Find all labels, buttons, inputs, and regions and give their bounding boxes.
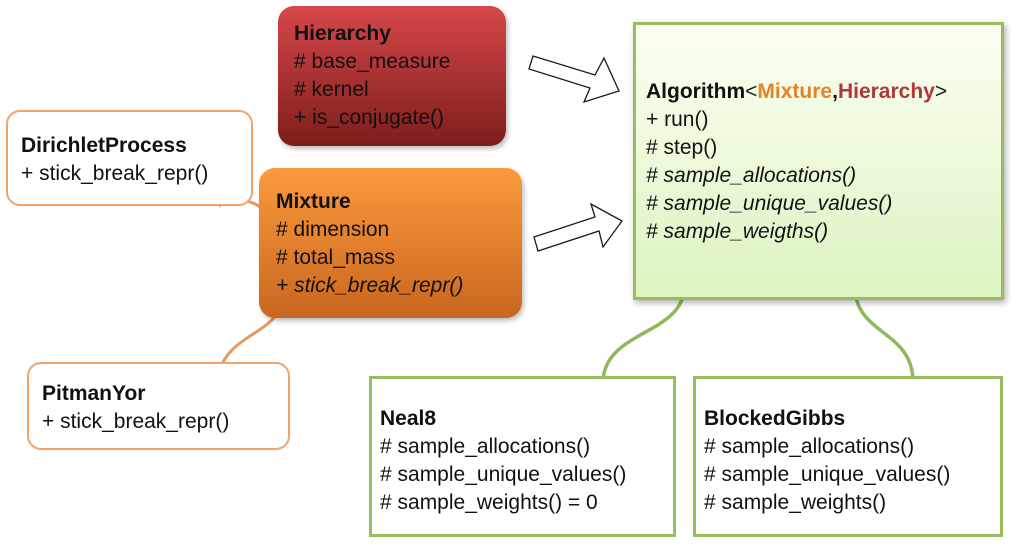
algorithm-abstract-member: # sample_weigths() — [646, 220, 829, 243]
dirichlet-process-title: DirichletProcess — [21, 134, 187, 157]
algorithm-class-box: Algorithm<Mixture,Hierarchy> + run() # s… — [633, 22, 1004, 300]
hierarchy-member: + is_conjugate() — [294, 106, 445, 129]
mixture-to-algorithm-arrow — [533, 202, 623, 252]
mixture-abstract-member: + stick_break_repr() — [276, 274, 464, 297]
neal8-member: # sample_unique_values() — [380, 463, 627, 486]
pitman-yor-class-box: PitmanYor + stick_break_repr() — [27, 362, 290, 450]
algorithm-template-hierarchy: Hierarchy — [837, 80, 935, 103]
mixture-member: # total_mass — [276, 246, 396, 269]
algorithm-template-mixture: Mixture — [757, 80, 833, 103]
mixture-class-box: Mixture # dimension # total_mass + stick… — [259, 168, 522, 318]
hierarchy-member: # kernel — [294, 78, 369, 101]
dirichlet-process-member: + stick_break_repr() — [21, 162, 209, 185]
neal8-member: # sample_allocations() — [380, 435, 591, 458]
neal8-class-box: Neal8 # sample_allocations() # sample_un… — [369, 376, 676, 537]
neal8-title: Neal8 — [380, 407, 437, 430]
pitman-yor-member: + stick_break_repr() — [42, 410, 230, 433]
mixture-title: Mixture — [276, 190, 351, 213]
dirichlet-process-class-box: DirichletProcess + stick_break_repr() — [6, 110, 253, 206]
algorithm-abstract-member: # sample_unique_values() — [646, 192, 893, 215]
blocked-gibbs-member: # sample_allocations() — [704, 435, 915, 458]
blocked-gibbs-member: # sample_unique_values() — [704, 463, 951, 486]
algorithm-template-separator: , — [832, 80, 838, 103]
pitman-yor-title: PitmanYor — [42, 382, 146, 405]
hierarchy-class-box: Hierarchy # base_measure # kernel + is_c… — [278, 6, 506, 146]
algorithm-name: Algorithm — [646, 80, 746, 103]
blocked-gibbs-title: BlockedGibbs — [704, 407, 846, 430]
algorithm-to-neal8-connector — [601, 286, 686, 383]
hierarchy-to-algorithm-arrow — [528, 55, 620, 104]
algorithm-template-close: > — [934, 80, 948, 103]
hierarchy-member: # base_measure — [294, 50, 451, 73]
algorithm-title: Algorithm<Mixture,Hierarchy> — [646, 78, 1001, 106]
blocked-gibbs-class-box: BlockedGibbs # sample_allocations() # sa… — [693, 376, 1003, 537]
neal8-member: # sample_weights() = 0 — [380, 491, 598, 514]
algorithm-abstract-member: # sample_allocations() — [646, 164, 857, 187]
blocked-gibbs-member: # sample_weights() — [704, 491, 887, 514]
algorithm-member: + run() — [646, 108, 709, 131]
algorithm-to-blocked-connector — [853, 286, 915, 383]
algorithm-template-open: < — [745, 80, 758, 103]
mixture-member: # dimension — [276, 218, 390, 241]
hierarchy-title: Hierarchy — [294, 22, 391, 45]
algorithm-member: # step() — [646, 136, 718, 159]
